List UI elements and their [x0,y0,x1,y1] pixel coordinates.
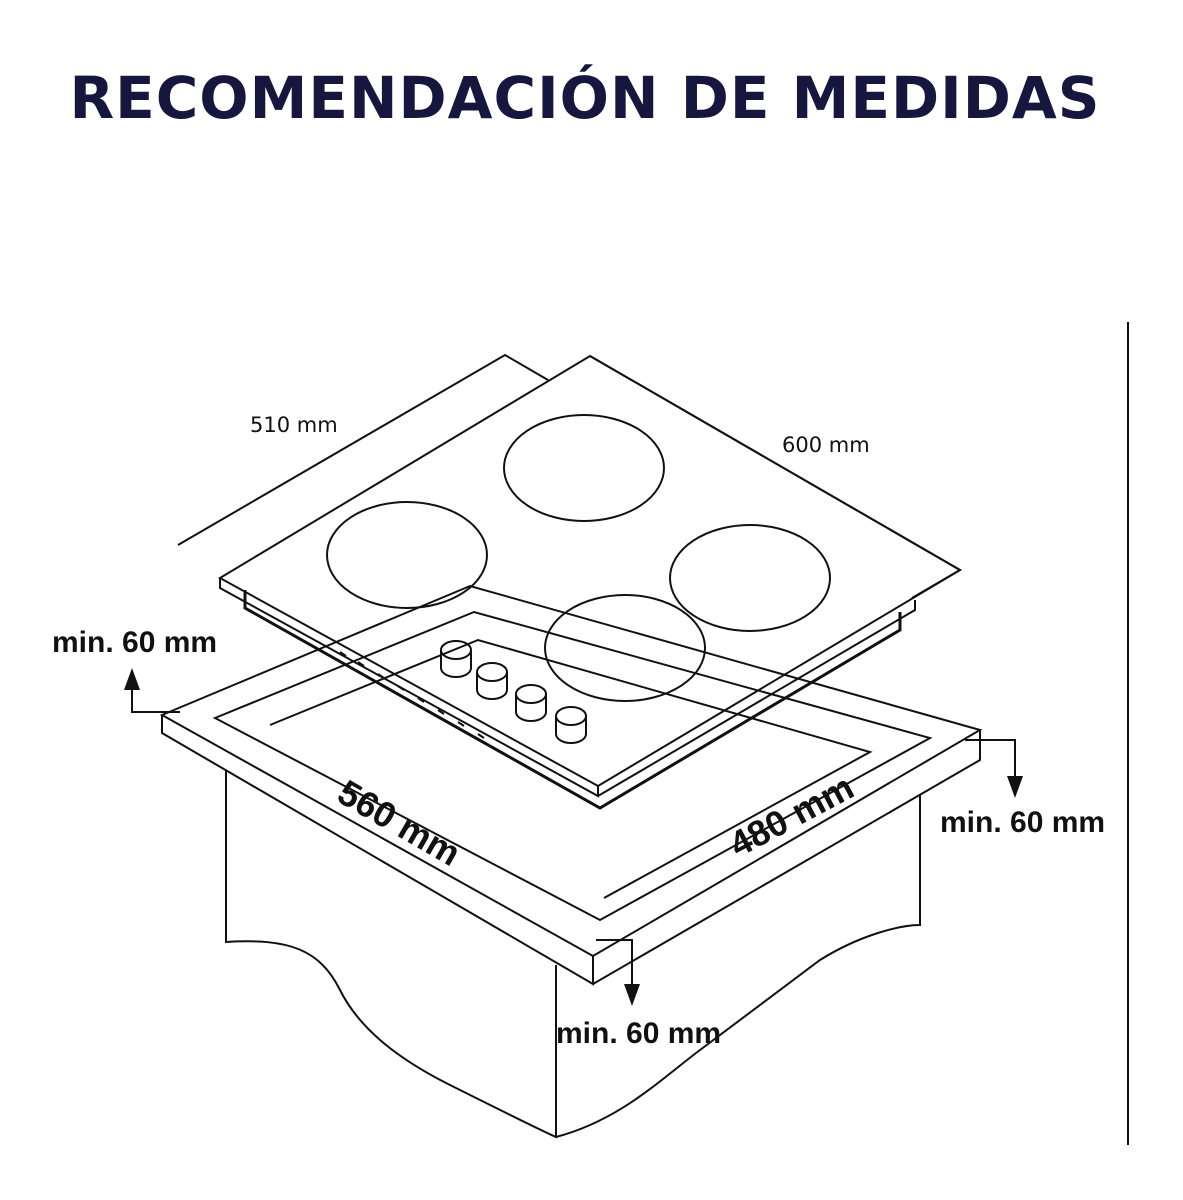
knob-4-icon [555,706,587,744]
knob-1-icon [440,640,472,678]
cooktop-glass-right-edge [597,600,916,797]
vent-slots [339,651,485,739]
clearance-front-arrow-icon [596,939,640,1006]
cooktop-body [243,590,902,810]
countertop-right-edge [592,730,981,985]
width-top-label: 600 mm [782,433,870,457]
cooktop-glass [217,354,962,788]
cooktop [177,353,962,810]
burner-back-icon [503,414,665,522]
knob-3-icon [515,684,547,722]
page-title: RECOMENDACIÓN DE MEDIDAS [69,63,1100,132]
clearance-back-arrow-icon [124,668,180,713]
burner-front-icon [544,594,706,702]
cabinet [159,584,983,1139]
cooktop-outline-back [177,353,549,546]
clearance-right-label: min. 60 mm [940,806,1105,839]
depth-top-label: 510 mm [250,413,338,437]
cooktop-outline-right [589,355,962,599]
clearance-back-label: min. 60 mm [52,626,217,659]
cooktop-glass-front-edge [219,578,599,798]
clearance-right-arrow-icon [965,739,1023,798]
cabinet-front-face [555,795,921,1138]
cutout-inner-edge [269,638,873,899]
burner-left-icon [326,501,488,609]
cutout-width-label: 560 mm [331,771,468,874]
countertop-cutout [212,610,933,922]
knob-2-icon [476,662,508,700]
cabinet-left-face [225,770,557,1139]
clearance-front-label: min. 60 mm [556,1017,721,1050]
cutout-depth-label: 480 mm [723,766,861,865]
burner-right-icon [669,524,831,632]
countertop-front-edge [161,715,594,986]
